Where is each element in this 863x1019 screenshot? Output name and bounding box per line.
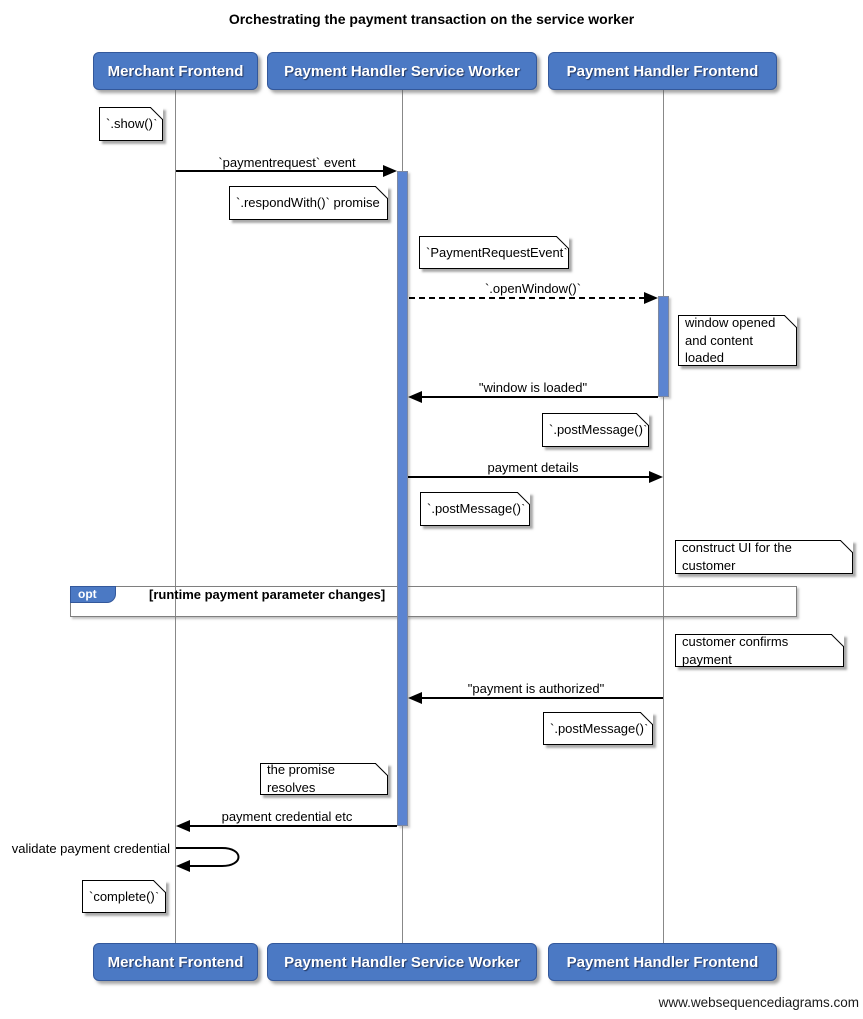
note-customer-confirms: customer confirms payment bbox=[675, 634, 844, 667]
arrowhead-icon bbox=[408, 391, 422, 403]
note-show: `.show()` bbox=[99, 107, 163, 141]
message-arrow-payment-details bbox=[408, 476, 649, 478]
note-respondwith-promise: `.respondWith()` promise bbox=[229, 186, 388, 220]
message-label-window-loaded: "window is loaded" bbox=[478, 380, 588, 395]
actor-merchant-frontend-bottom: Merchant Frontend bbox=[93, 943, 258, 981]
self-call-loop bbox=[176, 847, 240, 872]
message-label-paymentrequest: `paymentrequest` event bbox=[218, 155, 356, 170]
note-complete: `complete()` bbox=[82, 880, 166, 913]
message-arrow-openwindow bbox=[409, 297, 645, 299]
note-postmessage-1: `.postMessage()` bbox=[542, 413, 649, 447]
actor-service-worker-bottom: Payment Handler Service Worker bbox=[267, 943, 537, 981]
message-label-openwindow: `.openWindow()` bbox=[484, 281, 582, 296]
note-window-opened: window opened and content loaded bbox=[678, 315, 797, 366]
opt-fragment-label: opt bbox=[70, 586, 116, 603]
activation-bar-service-worker bbox=[397, 171, 408, 826]
note-promise-resolves: the promise resolves bbox=[260, 762, 388, 795]
arrowhead-icon bbox=[383, 165, 397, 177]
message-arrow-payment-credential bbox=[190, 825, 397, 827]
activation-bar-payment-handler-frontend bbox=[658, 296, 669, 397]
arrowhead-icon bbox=[408, 692, 422, 704]
message-arrow-paymentrequest bbox=[176, 170, 384, 172]
note-postmessage-3: `.postMessage()` bbox=[543, 712, 653, 745]
diagram-title: Orchestrating the payment transaction on… bbox=[228, 11, 635, 27]
opt-fragment-frame: opt [runtime payment parameter changes] bbox=[70, 586, 797, 617]
actor-merchant-frontend-top: Merchant Frontend bbox=[93, 52, 258, 90]
arrowhead-icon bbox=[176, 820, 190, 832]
note-postmessage-2: `.postMessage()` bbox=[420, 492, 530, 526]
watermark: www.websequencediagrams.com bbox=[658, 995, 859, 1010]
lifeline-payment-handler-frontend bbox=[663, 90, 664, 943]
note-paymentrequestevent: `PaymentRequestEvent` bbox=[419, 236, 569, 269]
arrowhead-icon bbox=[649, 471, 663, 483]
actor-service-worker-top: Payment Handler Service Worker bbox=[267, 52, 537, 90]
lifeline-merchant-frontend bbox=[175, 90, 176, 943]
arrowhead-icon bbox=[644, 292, 658, 304]
actor-payment-handler-frontend-top: Payment Handler Frontend bbox=[548, 52, 777, 90]
message-arrow-payment-authorized bbox=[422, 697, 663, 699]
message-arrow-window-loaded bbox=[422, 396, 658, 398]
message-label-validate-credential: validate payment credential bbox=[11, 841, 170, 856]
actor-payment-handler-frontend-bottom: Payment Handler Frontend bbox=[548, 943, 777, 981]
message-label-payment-credential: payment credential etc bbox=[221, 809, 353, 824]
opt-fragment-condition: [runtime payment parameter changes] bbox=[149, 587, 386, 602]
message-label-payment-details: payment details bbox=[487, 460, 579, 475]
message-label-payment-authorized: "payment is authorized" bbox=[467, 681, 605, 696]
note-construct-ui: construct UI for the customer bbox=[675, 540, 853, 574]
